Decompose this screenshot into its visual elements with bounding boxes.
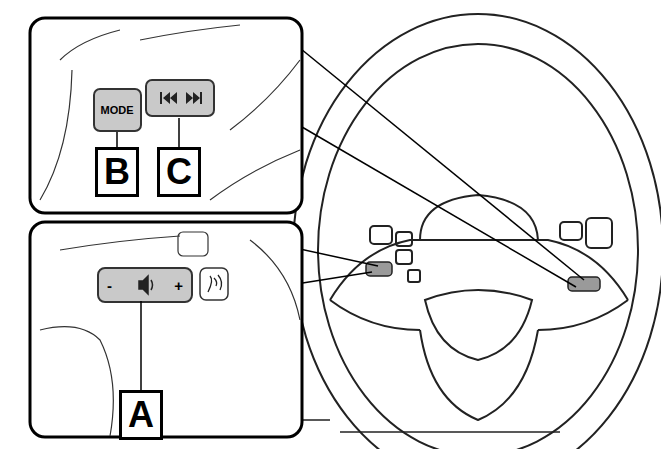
sketch-line [210, 150, 300, 200]
volume-button [98, 268, 192, 302]
button-label: MODE [101, 105, 134, 116]
wheel-switch [560, 222, 582, 240]
sketch-line [40, 327, 113, 436]
wheel-switch [586, 218, 612, 248]
sketch-line [60, 236, 180, 250]
sketch-line [140, 25, 240, 40]
callout-letter-text: C [166, 154, 192, 190]
button-label: - [107, 278, 112, 293]
seek-icons [160, 92, 202, 104]
callout-letter: B [95, 147, 139, 197]
callout-letter-text: B [104, 154, 130, 190]
voice-icon-line [208, 276, 212, 292]
wheel-switch [408, 270, 420, 282]
leader-line [178, 118, 180, 150]
wheel-spoke [420, 330, 538, 420]
wheel-switch [396, 232, 412, 246]
voice-button [200, 268, 228, 300]
wheel-rim-inner [318, 44, 638, 449]
dashboard [280, 300, 560, 432]
voice-icon-line [214, 278, 217, 286]
mode-button: MODE [93, 88, 142, 132]
sketch-line [40, 70, 72, 200]
steering-wheel [293, 14, 661, 449]
leader-line [116, 132, 118, 147]
speaker-icon-wave [151, 280, 153, 290]
sketch-line [60, 30, 120, 60]
sketch-line [250, 240, 300, 320]
wheel-spoke [538, 300, 628, 330]
sketch-button [178, 232, 208, 256]
wheel-switch [370, 226, 392, 244]
seek-back-icon [163, 92, 177, 104]
button-label: + [174, 278, 183, 293]
wheel-spoke [330, 300, 420, 330]
callout-letter: C [157, 147, 201, 197]
volume-button-label: -+ [99, 269, 191, 301]
inset-sketch [40, 232, 300, 436]
seek-forward-icon [186, 92, 200, 104]
seek-button [146, 80, 214, 116]
voice-icon-line [218, 275, 222, 290]
callout-letter: A [119, 390, 163, 440]
seek-forward-icon [200, 92, 202, 104]
wheel-switch [396, 250, 412, 264]
callout-letter-text: A [128, 397, 154, 433]
speaker-icon [139, 276, 153, 294]
dash-line [300, 392, 330, 420]
wheel-hub [420, 195, 538, 240]
dash-line [340, 431, 560, 433]
inset-panel [30, 222, 302, 437]
speaker-icon-body [139, 276, 148, 294]
inset-leader-line [290, 40, 584, 280]
inset-panel [30, 18, 302, 213]
inset-leader-line [290, 120, 576, 287]
wheel-hub [425, 290, 532, 360]
voice-icon [208, 275, 222, 292]
leader-line [140, 301, 142, 390]
seek-back-icon [160, 92, 162, 104]
wheel-rim-outer [293, 14, 661, 449]
inset-sketch [40, 25, 300, 200]
sketch-line [230, 60, 300, 130]
